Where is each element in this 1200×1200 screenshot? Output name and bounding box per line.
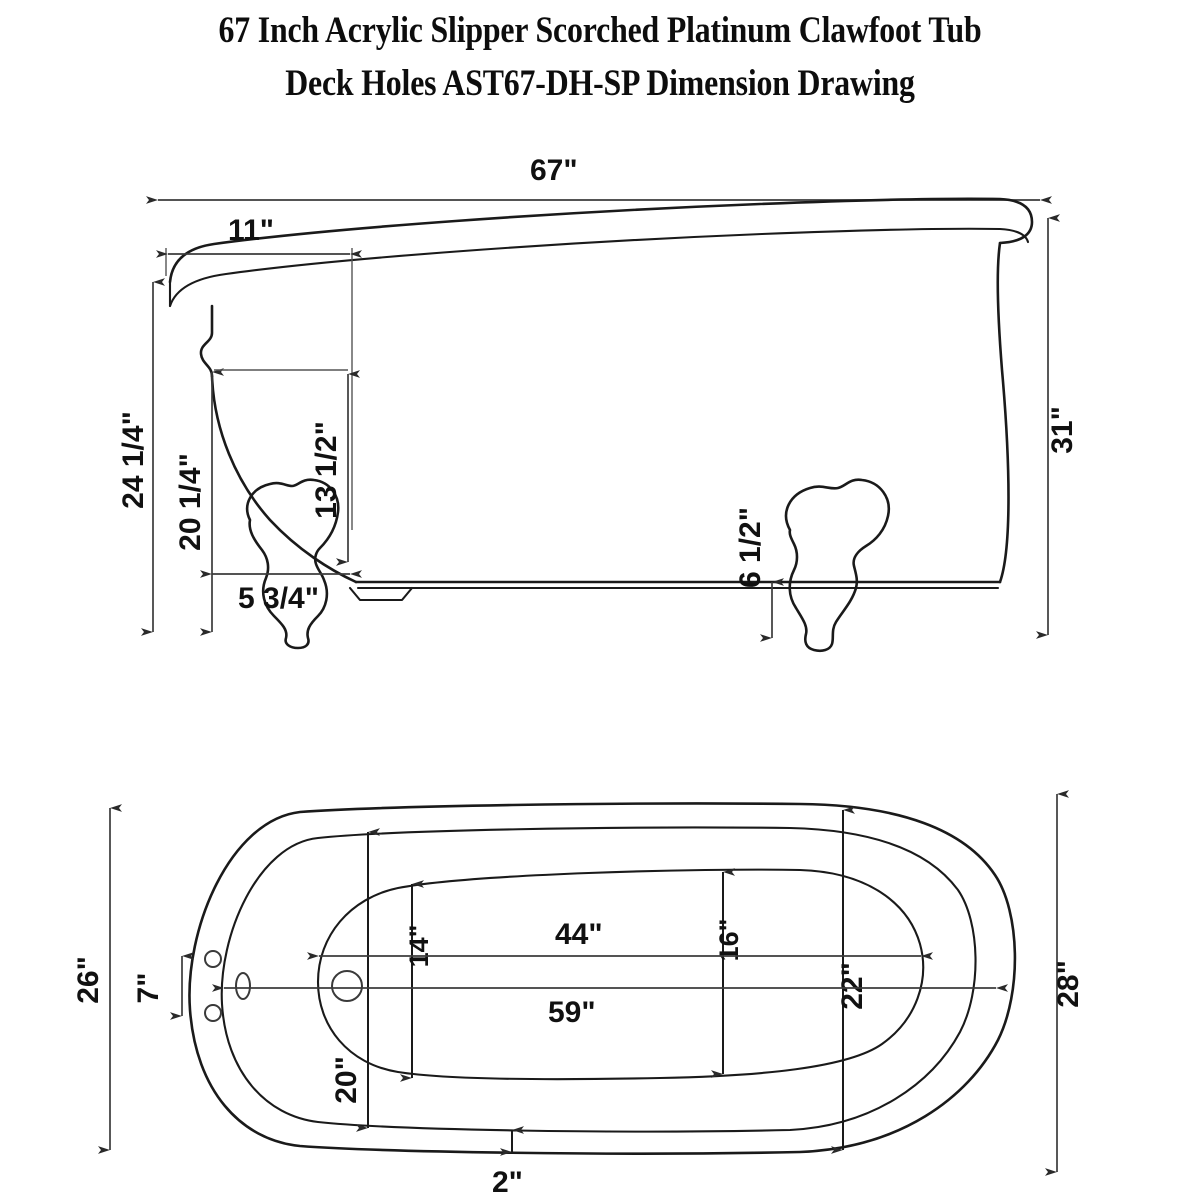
dim-deck-hole-spacing: 7" (132, 952, 194, 1020)
dim-rim-thickness: 2" (492, 1126, 524, 1199)
deck-hole-upper (204, 950, 222, 968)
dim-overall-width: 28" (1045, 790, 1085, 1176)
dim-label-rim-width-head: 26" (72, 956, 105, 1004)
dim-label-foot-width: 5 3/4" (238, 582, 319, 615)
dim-label-overall-width: 28" (1052, 960, 1085, 1008)
clawfoot-leg-right (784, 478, 891, 653)
deck-hole-lower (204, 1004, 222, 1022)
dim-overall-length: 67" (146, 154, 1052, 204)
tub-plan-outline (188, 802, 1017, 1155)
overflow-hole (235, 972, 251, 1000)
dim-label-interior-width-foot: 16" (714, 919, 744, 962)
dim-label-underside-clearance: 6 1/2" (734, 507, 767, 588)
dim-label-interior-width-head: 14" (404, 925, 434, 968)
dim-interior-length-59: 59" (212, 984, 1008, 1029)
top-plan-view: 26" 7" 20" 14" 16" (0, 760, 1200, 1200)
dim-overall-height: 31" (1036, 214, 1079, 639)
dim-label-overall-height: 31" (1046, 406, 1079, 454)
dim-rim-width-head: 26" (72, 804, 122, 1154)
title-line-2: Deck Holes AST67-DH-SP Dimension Drawing (285, 63, 915, 104)
clawfoot-leg-left (245, 478, 340, 650)
dim-label-interior-length-44: 44" (555, 918, 603, 951)
dim-label-interior-height: 13 1/2" (310, 421, 343, 519)
dim-interior-width-head: 14" (400, 880, 434, 1082)
dim-body-height: 20 1/4" (174, 368, 224, 636)
tub-side-outline (168, 197, 1034, 602)
page-title: 67 Inch Acrylic Slipper Scorched Platinu… (0, 0, 1200, 110)
dim-label-deck-hole-spacing: 7" (132, 973, 165, 1004)
dim-label-rim-width-20: 20" (330, 1056, 363, 1104)
dim-label-interior-length-59: 59" (548, 996, 596, 1029)
dim-label-rim-thickness: 2" (492, 1166, 523, 1199)
side-elevation-view: 67" (0, 130, 1200, 670)
dim-rim-width-20: 20" (330, 828, 380, 1132)
title-line-1: 67 Inch Acrylic Slipper Scorched Platinu… (218, 10, 982, 51)
dim-rim-width-foot: 22" (831, 806, 869, 1154)
dim-interior-width-foot: 16" (711, 868, 744, 1078)
dim-interior-length-44: 44" (307, 918, 933, 960)
dim-label-back-rim-height: 24 1/4" (117, 411, 150, 509)
drain-hole (331, 970, 363, 1002)
dim-label-body-height: 20 1/4" (174, 453, 207, 551)
dim-back-rim-height: 24 1/4" (117, 278, 165, 636)
dim-underside-clearance: 6 1/2" (734, 507, 784, 642)
dim-label-back-rim-width: 11" (228, 214, 274, 247)
dim-label-rim-width-foot: 22" (836, 962, 869, 1010)
dim-interior-height: 13 1/2" (214, 369, 360, 566)
dim-label-overall-length: 67" (530, 154, 578, 187)
dim-foot-width: 5 3/4" (200, 570, 362, 615)
